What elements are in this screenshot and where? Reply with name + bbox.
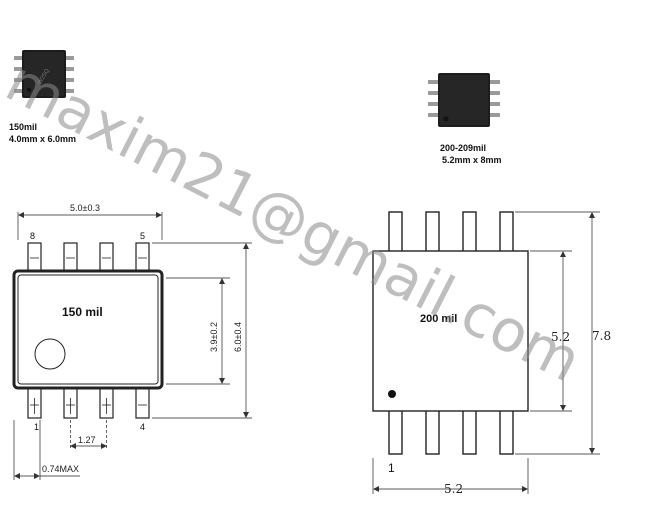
pin-one-label-right: 1 — [388, 461, 395, 475]
dim-top-width: 5.0±0.3 — [70, 203, 100, 213]
chip-body-150mil — [12, 269, 164, 390]
chip-body-200mil — [372, 250, 529, 412]
body-label-200mil: 200 mil — [420, 313, 457, 325]
pin-label-5: 5 — [140, 231, 145, 241]
dim-total-height: 6.0±0.4 — [233, 322, 243, 352]
dim-pin-pitch: 1.27 — [78, 435, 96, 445]
pin1-dot — [388, 390, 396, 398]
small-chip-photo: W25Q — [14, 50, 74, 98]
pin-label-1: 1 — [34, 422, 39, 432]
large-chip-caption-line2: 5.2mm x 8mm — [442, 155, 502, 165]
body-label-150mil: 150 mil — [62, 305, 103, 319]
dim-lead-thickness: 0.74MAX — [42, 464, 79, 474]
dim-body-height: 3.9±0.2 — [209, 322, 219, 352]
right-package-drawing — [372, 211, 600, 494]
large-chip-caption-line1: 200-209mil — [440, 143, 486, 153]
pin1-dimple — [34, 338, 66, 370]
small-chip-caption-line2: 4.0mm x 6.0mm — [9, 134, 76, 144]
dim-body-height-right: 5.2 — [551, 330, 570, 344]
dim-total-height-right: 7.8 — [592, 329, 611, 343]
dim-bottom-width-right: 5.2 — [444, 482, 463, 496]
pin-label-4: 4 — [140, 422, 145, 432]
small-chip-caption-line1: 150mil — [9, 122, 37, 132]
pin-4 — [135, 385, 150, 419]
large-chip-photo — [428, 73, 500, 127]
pin-label-8: 8 — [30, 231, 35, 241]
left-package-drawing — [12, 212, 252, 480]
